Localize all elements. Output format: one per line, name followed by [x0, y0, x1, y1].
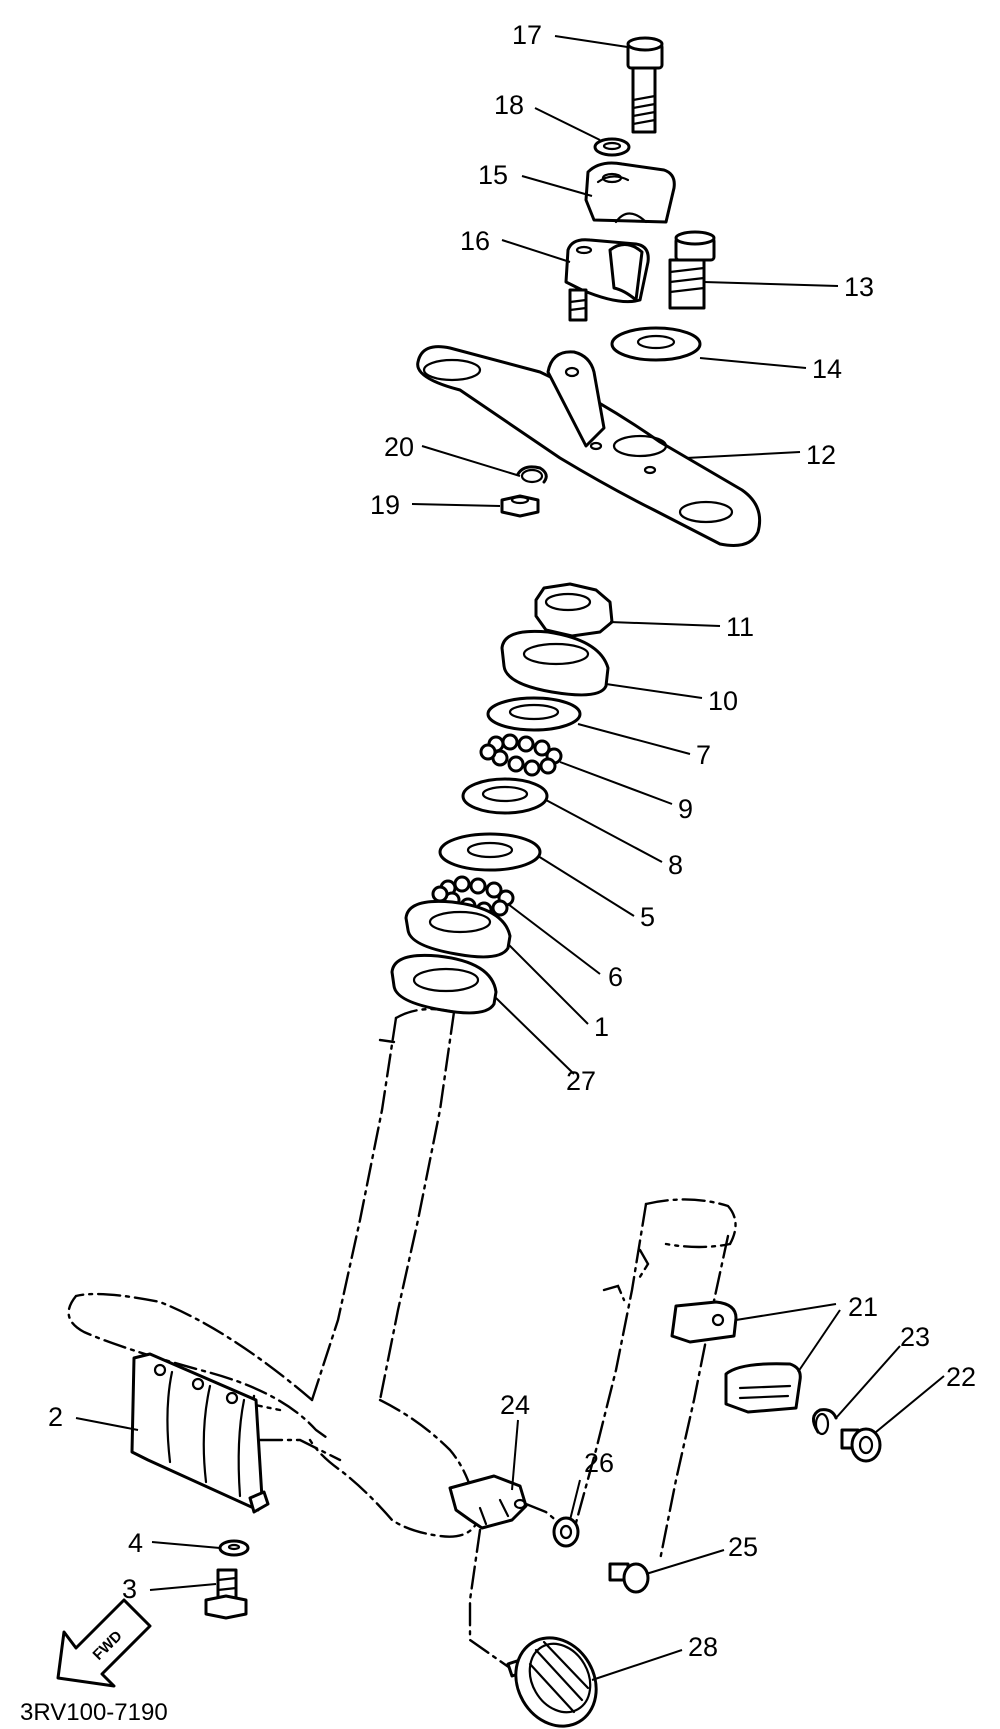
part-1-race	[404, 899, 512, 959]
callout-18: 18	[494, 90, 524, 120]
fwd-arrow-icon: FWD	[56, 1598, 152, 1688]
fork-tube-phantom	[572, 1198, 737, 1562]
callout-4: 4	[128, 1528, 143, 1558]
callout-14: 14	[812, 354, 842, 384]
callout-7: 7	[696, 740, 711, 770]
part-15-upper-holder	[584, 161, 676, 224]
part-11-ring-nut	[534, 582, 614, 638]
callout-23: 23	[900, 1322, 930, 1352]
callout-19: 19	[370, 490, 400, 520]
callout-22: 22	[946, 1362, 976, 1392]
steering-stem-phantom	[67, 1007, 480, 1538]
callout-10: 10	[708, 686, 738, 716]
callout-28: 28	[688, 1632, 718, 1662]
callout-2: 2	[48, 1402, 63, 1432]
part-28-reflector	[506, 1636, 598, 1728]
callout-5: 5	[640, 902, 655, 932]
callout-labels: 17 18 15 16 13 14 12 20 19 11 10 7 9 8 5…	[48, 20, 976, 1662]
part-13-bolt	[668, 230, 716, 310]
callout-15: 15	[478, 160, 508, 190]
part-19-nut	[500, 494, 540, 518]
part-8-race	[461, 777, 549, 815]
part-16-lower-holder	[564, 238, 650, 322]
callout-25: 25	[728, 1532, 758, 1562]
callout-1: 1	[594, 1012, 609, 1042]
callout-8: 8	[668, 850, 683, 880]
part-12-upper-bracket	[416, 345, 762, 547]
callout-16: 16	[460, 226, 490, 256]
part-23-washer	[812, 1408, 838, 1436]
part-25-screw	[608, 1562, 650, 1594]
callout-26: 26	[584, 1448, 614, 1478]
callout-20: 20	[384, 432, 414, 462]
callout-21: 21	[848, 1292, 878, 1322]
part-7-race	[486, 696, 582, 732]
part-18-washer	[593, 137, 631, 157]
drawing-code: 3RV100-7190	[20, 1699, 168, 1726]
callout-3: 3	[122, 1574, 137, 1604]
part-27-seal	[390, 953, 498, 1015]
part-14-damper	[610, 326, 702, 362]
part-17-bolt	[626, 36, 664, 134]
part-3-bolt	[204, 1568, 248, 1620]
part-2-guard	[130, 1352, 270, 1514]
part-5-seal	[438, 832, 542, 872]
callout-24: 24	[500, 1390, 530, 1420]
callout-27: 27	[566, 1066, 596, 1096]
callout-13: 13	[844, 272, 874, 302]
part-20-washer	[516, 465, 548, 484]
part-9-ball-bearing	[479, 733, 563, 777]
part-21-clamp	[670, 1300, 802, 1414]
callout-11: 11	[726, 612, 754, 642]
part-4-washer	[218, 1539, 250, 1557]
part-22-bolt	[840, 1427, 882, 1463]
part-10-cover	[500, 629, 610, 697]
leader-lines	[75, 35, 945, 1681]
callout-17: 17	[512, 20, 542, 50]
callout-6: 6	[608, 962, 623, 992]
part-26-collar	[552, 1516, 580, 1548]
part-24-bracket	[448, 1474, 560, 1670]
callout-12: 12	[806, 440, 836, 470]
callout-9: 9	[678, 794, 693, 824]
